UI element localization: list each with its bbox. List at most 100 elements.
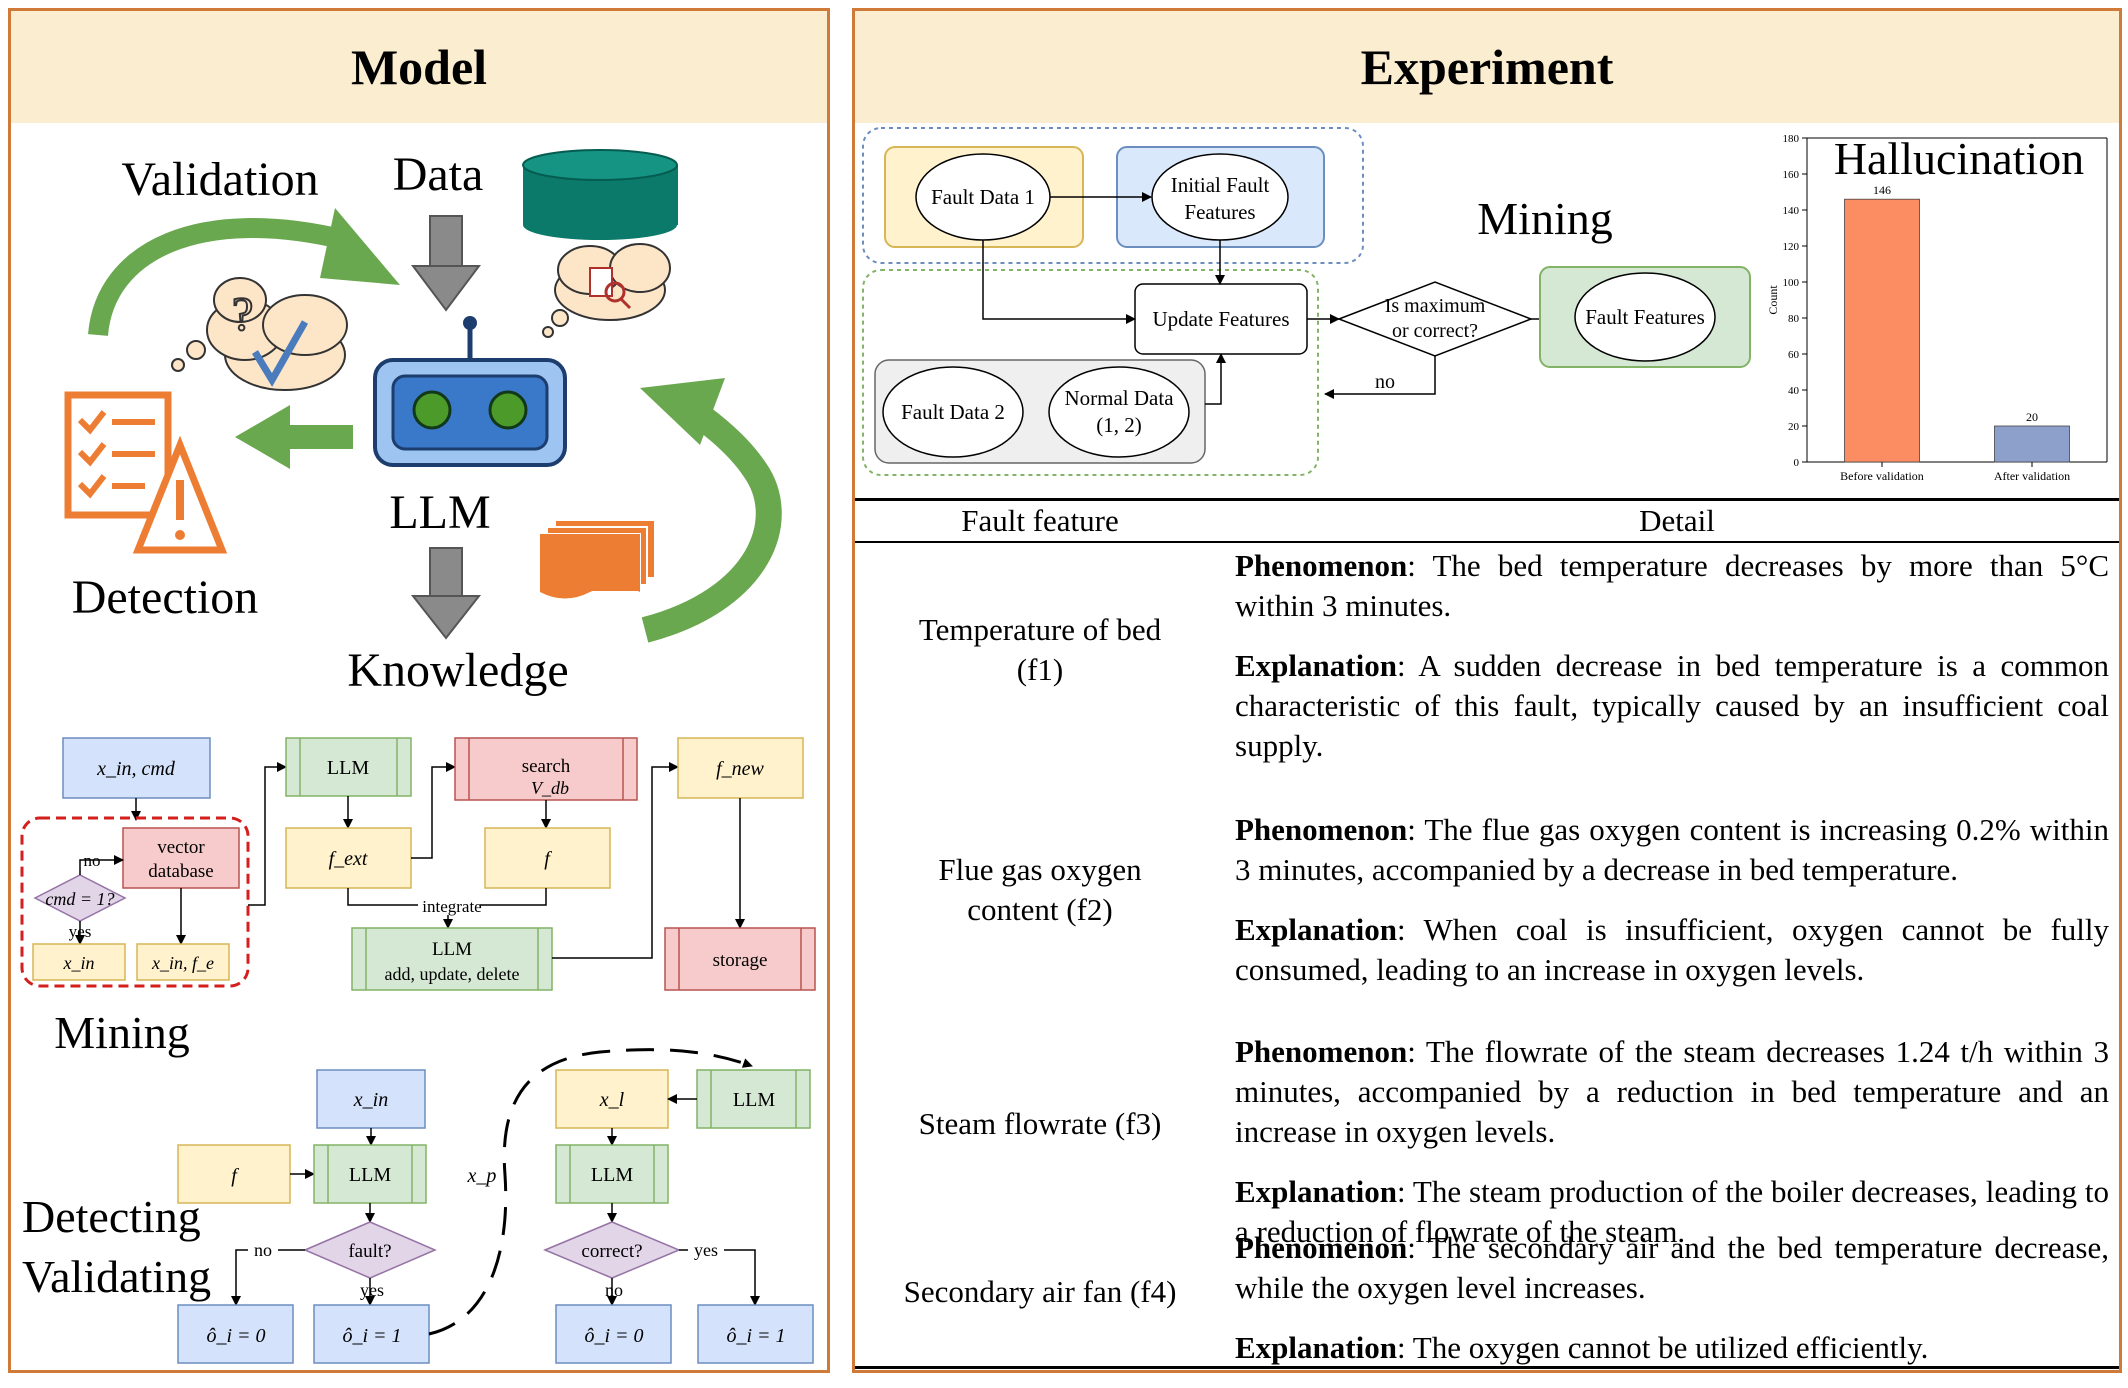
- explanation-label: Explanation: [1235, 912, 1397, 947]
- documents-icon: [539, 519, 656, 599]
- mining-llm-node: LLM: [327, 757, 369, 779]
- feedback-curve-arrow: [641, 398, 782, 643]
- hallucination-chart: Hallucination 020406080100120140160180Co…: [1766, 133, 2108, 483]
- explanation-text: : The oxygen cannot be utilized efficien…: [1396, 1330, 1929, 1365]
- explanation-text: : The steam production of the boiler dec…: [1235, 1174, 2109, 1249]
- data-label: Data: [393, 148, 484, 201]
- feedback-arrowhead: [640, 378, 725, 445]
- validate-llm-top: LLM: [733, 1089, 775, 1111]
- fault-feature-cell: Secondary air fan (f4): [903, 1274, 1177, 1309]
- y-tick-label: 40: [1788, 385, 1800, 397]
- decision-line2: or correct?: [1392, 320, 1478, 342]
- f-node: f: [544, 848, 552, 870]
- data-to-llm-arrow: [411, 215, 481, 312]
- phenomenon-label: Phenomenon: [1235, 548, 1408, 583]
- mining-no: no: [84, 851, 101, 870]
- flow-no: no: [1375, 371, 1395, 393]
- detection-label: Detection: [72, 571, 259, 624]
- table-header: Fault feature Detail: [855, 502, 2119, 540]
- y-tick-label: 60: [1788, 349, 1800, 361]
- detect-yes: yes: [360, 1280, 384, 1300]
- validation-thought-icon: [171, 277, 348, 391]
- experiment-mining-label: Mining: [1477, 193, 1612, 244]
- detect-no: no: [254, 1240, 272, 1260]
- phenomenon-text: : The flowrate of the steam decreases 1.…: [1235, 1034, 2109, 1149]
- fault-decision: fault?: [348, 1241, 391, 1262]
- mining-section-label: Mining: [54, 1007, 189, 1058]
- integrate-label: integrate: [422, 897, 481, 916]
- llm-to-knowledge-arrow: [410, 547, 482, 640]
- validation-arrowhead: [320, 208, 400, 285]
- y-tick-label: 140: [1783, 205, 1800, 217]
- db-search-icon: [589, 267, 632, 310]
- llm-label: LLM: [389, 486, 490, 539]
- table-top-rule: [855, 498, 2119, 501]
- header-detail: Detail: [1639, 503, 1715, 538]
- validating-label: Validating: [22, 1251, 211, 1302]
- validation-label: Validation: [121, 153, 318, 206]
- detail-cell: Phenomenon: The flue gas oxygen content …: [1235, 810, 2109, 1010]
- experiment-flow-diagram: Fault Data 1 Initial Fault Features Upda…: [862, 127, 1751, 476]
- validate-o1: ô_i = 1: [726, 1325, 785, 1347]
- vector-db-node: vector: [157, 837, 205, 858]
- update-features-node: Update Features: [1152, 307, 1289, 331]
- x-tick-label: Before validation: [1840, 469, 1924, 483]
- mining-diagram: x_in, cmd vector database cmd = 1? no ye…: [20, 737, 816, 991]
- explanation-label: Explanation: [1235, 1174, 1397, 1209]
- llm-add-node: LLM: [432, 939, 472, 960]
- table-row: Temperature of bed (f1) Phenomenon: The …: [855, 546, 2119, 808]
- phenomenon-label: Phenomenon: [1235, 1034, 1408, 1069]
- phenomenon-label: Phenomenon: [1235, 812, 1408, 847]
- xl-node: x_l: [599, 1089, 625, 1111]
- search-node: search: [522, 756, 571, 777]
- robot-icon: [373, 316, 567, 467]
- xp-label: x_p: [467, 1165, 497, 1187]
- validate-no: no: [605, 1280, 623, 1300]
- xin-cmd-node: x_in, cmd: [96, 758, 176, 780]
- model-header: Model: [11, 11, 827, 123]
- validate-llm-node: LLM: [591, 1164, 633, 1186]
- knowledge-label: Knowledge: [347, 644, 568, 697]
- model-title: Model: [350, 39, 488, 95]
- vdb-node: V_db: [531, 778, 569, 798]
- normal-data-line2: (1, 2): [1096, 413, 1142, 437]
- initial-features-line1: Initial Fault: [1171, 173, 1270, 197]
- bar-before-validation: [1844, 198, 1920, 463]
- detect-xin-node: x_in: [353, 1089, 388, 1111]
- warning-icon: [132, 435, 228, 554]
- header-fault-feature: Fault feature: [961, 503, 1119, 538]
- model-overview-diagram: Validation Data LLM Detection Knowledge: [20, 148, 816, 1364]
- validate-yes: yes: [694, 1240, 718, 1260]
- mining-yes: yes: [69, 922, 92, 941]
- cmd-condition: cmd = 1?: [45, 889, 114, 909]
- explanation-label: Explanation: [1235, 1330, 1397, 1365]
- correct-decision: correct?: [581, 1241, 642, 1262]
- detail-cell: Phenomenon: The bed temperature decrease…: [1235, 546, 2109, 786]
- xin-fe-node: x_in, f_e: [151, 953, 214, 973]
- bar-value-label: 146: [1873, 183, 1891, 197]
- validation-curve-arrow: [88, 218, 348, 337]
- storage-node: storage: [713, 950, 768, 971]
- y-tick-label: 80: [1788, 313, 1800, 325]
- table-row: Secondary air fan (f4) Phenomenon: The s…: [855, 1228, 2119, 1365]
- validate-o0: ô_i = 0: [584, 1325, 643, 1347]
- phenomenon-text: : The flue gas oxygen content is increas…: [1235, 812, 2109, 887]
- detail-cell: Phenomenon: The flowrate of the steam de…: [1235, 1032, 2109, 1272]
- y-tick-label: 0: [1794, 457, 1800, 469]
- detect-o1: ô_i = 1: [342, 1325, 401, 1347]
- y-tick-label: 20: [1788, 421, 1800, 433]
- vector-db-node-line2: database: [148, 861, 213, 882]
- database-icon: [522, 149, 678, 240]
- detection-arrow: [235, 405, 353, 469]
- initial-features-line2: Features: [1184, 200, 1255, 224]
- fault-feature-cell: Flue gas oxygen content (f2): [938, 852, 1142, 927]
- fault-feature-cell: Steam flowrate (f3): [918, 1106, 1162, 1141]
- detect-f-node: f: [231, 1165, 239, 1187]
- detail-cell: Phenomenon: The secondary air and the be…: [1235, 1228, 2109, 1388]
- table-header-rule: [855, 541, 2119, 543]
- y-tick-label: 180: [1783, 133, 1800, 145]
- fext-node: f_ext: [329, 848, 368, 870]
- fault-data-1-node: Fault Data 1: [931, 185, 1035, 209]
- table-bottom-rule: [855, 1366, 2119, 1369]
- xin-node: x_in: [63, 953, 95, 973]
